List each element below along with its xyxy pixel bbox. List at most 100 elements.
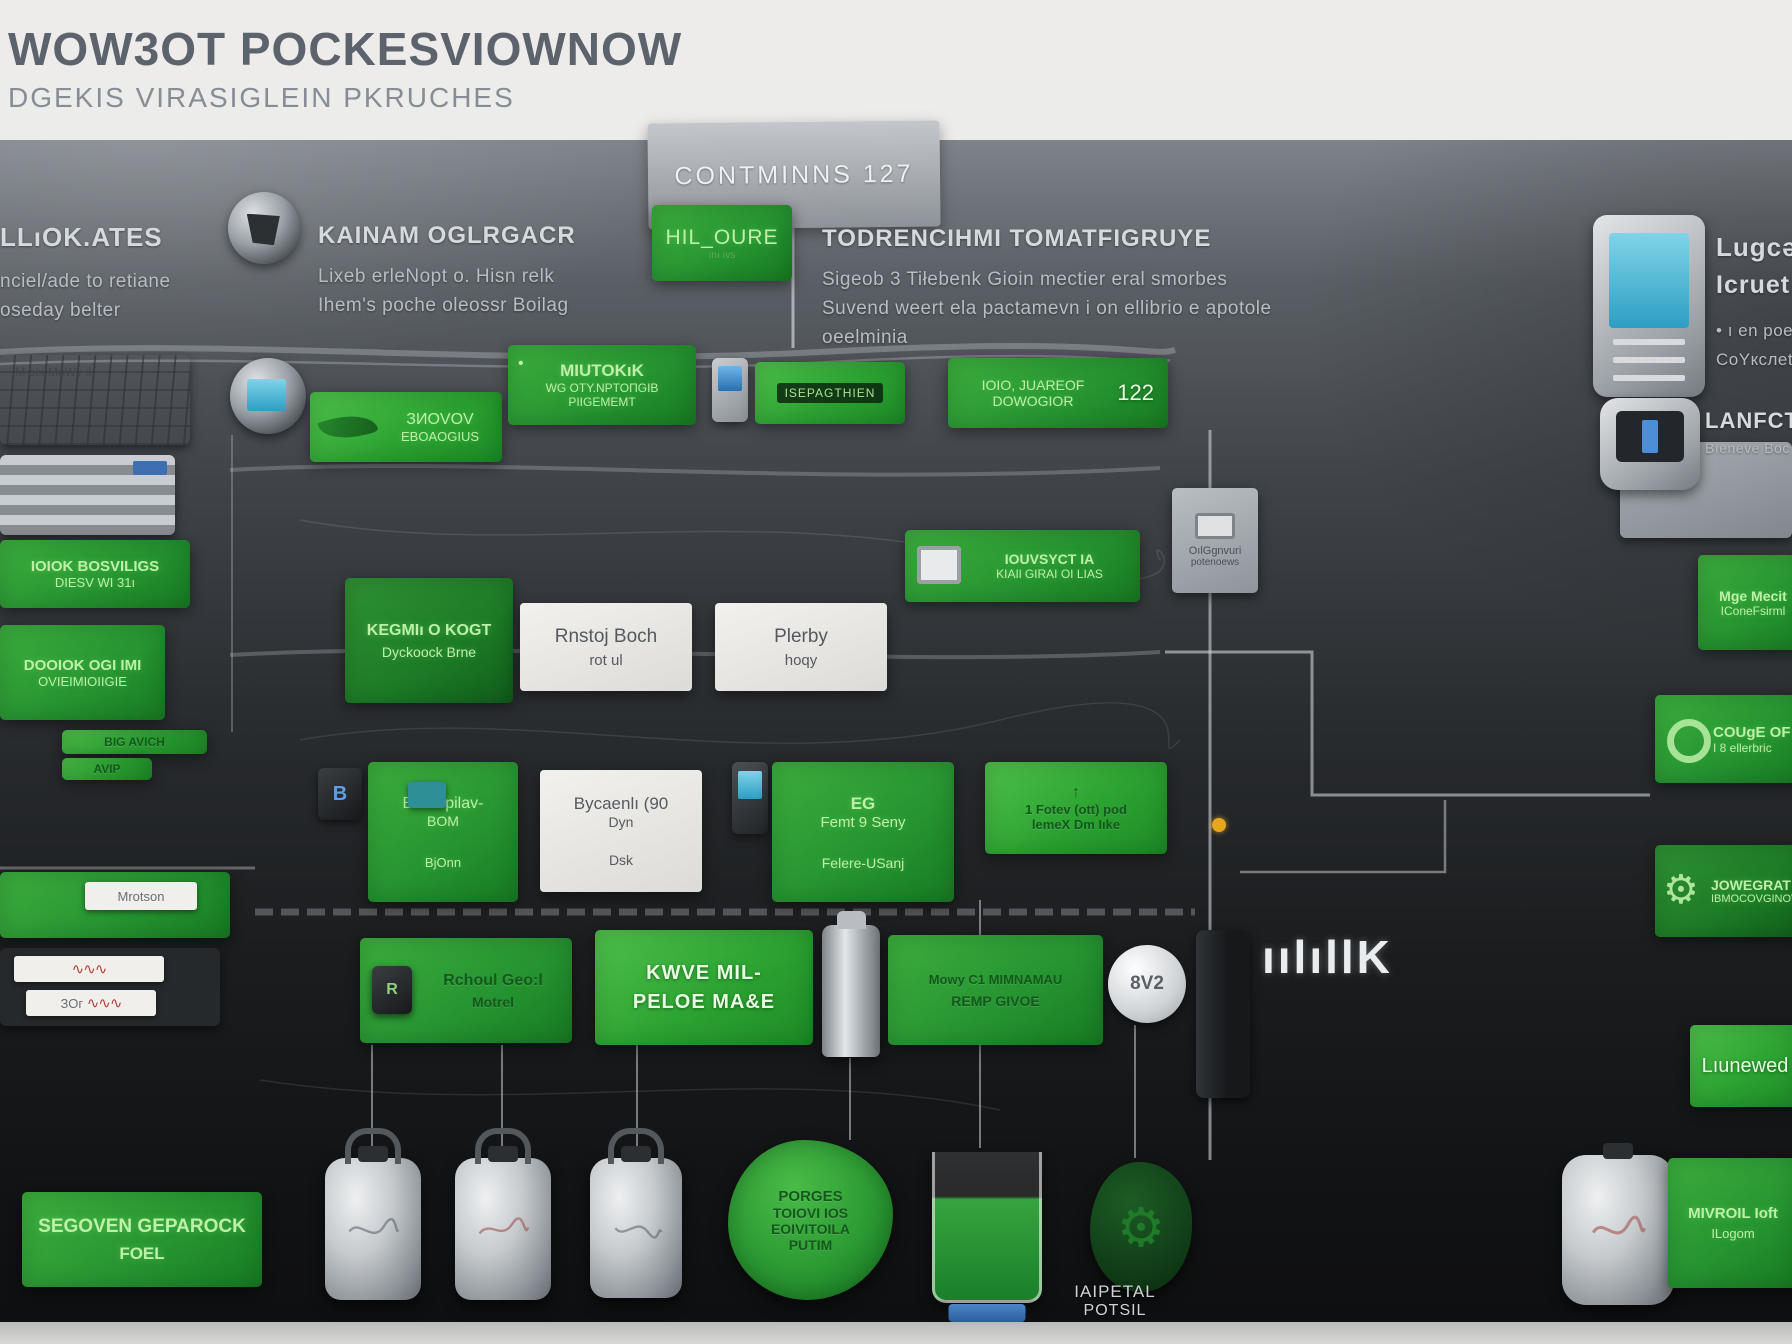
table-edge — [0, 1322, 1792, 1344]
orange-dot-icon — [1212, 818, 1226, 832]
r-chip-icon: R — [372, 966, 412, 1014]
hil-oure-box: HIL_OURE ını ıvs — [652, 205, 792, 281]
section-todren: TODRENCIHMI TOMATFIGRUYE Sigeob 3 Tiłebe… — [822, 225, 1282, 352]
porges-blob: PORGES TOIOVI IOS EOIVITOILA PUTIM — [728, 1140, 893, 1300]
row4-box1-line1: Rchoul Geo:l — [443, 971, 543, 989]
section-kainam-desc2: Ihem's poche oleossr Boilag — [318, 295, 569, 316]
left-green1-line1: IOIOK BOSVILIGS — [30, 558, 160, 575]
row4-box-rchoul: R Rchoul Geo:l Motrel — [360, 938, 572, 1043]
row2-box3-line2: hoqy — [784, 651, 818, 669]
left-bottom-green-box: SEGOVEN GEPAROCK FOEL — [22, 1192, 262, 1287]
row1-box-dowogior: IOIO, JUAREOF DOWOGIOR 122 — [948, 358, 1168, 428]
row4-box1-line2: Motrel — [472, 993, 514, 1010]
row4-box-mowy: Mowy C1 MIMNAMAU REMP GIVOE — [888, 935, 1103, 1045]
left-green-box-1: IOIOK BOSVILIGS DIESV WI 31ı — [0, 540, 190, 608]
hil-oure-sub: ını ıvs — [708, 249, 736, 261]
right-box-jowegrat: ⚙ JOWEGRAT IBMOCOVGINOVI — [1655, 845, 1792, 937]
right-mas-line2: IConeFsirml — [1720, 603, 1786, 618]
phone-line3 — [1613, 375, 1685, 382]
section-allocates: LLıOK.ATES nciel/ade to retiane oseday b… — [0, 222, 220, 325]
section-luscac-line2: Icruet Soc — [1716, 271, 1792, 299]
white-tab-2-label: ЗОг — [60, 995, 84, 1011]
row2-box5-line1: OılGgnvuri — [1188, 545, 1242, 557]
right-box-mivroil: MIVROIL Ioft ILogom — [1668, 1158, 1792, 1288]
blue-chip-icon — [133, 461, 167, 475]
mini-tab1-label: BIG AVICH — [104, 735, 165, 749]
row3-note-line2: lemeX Dm Iıke — [1031, 817, 1121, 832]
gear-blob-glyph: ⚙ — [1116, 1197, 1166, 1258]
left-notes-panel: ıM bIx MoWy ıl — [0, 355, 190, 445]
luscac-bullet-icon: • — [1716, 321, 1723, 340]
right-jowegrat-line2: IBMOCOVGINOVI — [1711, 893, 1792, 905]
row3-box3-line1: EG — [850, 793, 876, 813]
phone-screen — [1608, 233, 1690, 328]
row2-box5-line2: potenoews — [1190, 557, 1240, 568]
left-bottom-line1: SEGOVEN GEPAROCK — [38, 1215, 246, 1237]
lanfctitur-title: LANFCTITUR — [1705, 408, 1792, 433]
section-kainam-title: KAINAM OGLRGACR — [318, 222, 576, 249]
right-linewed-label: Lıunewed — [1701, 1054, 1789, 1077]
globe-screen — [246, 379, 287, 412]
right-couge-line2: I 8 ellerbric — [1713, 740, 1772, 755]
monitor-glyph — [1641, 420, 1659, 454]
bottom-caption-line1: IAIPETAL — [1074, 1282, 1156, 1301]
leaf-icon — [317, 405, 379, 449]
page-subtitle: DGEKIS VIRASIGLEIN PKRUCHES — [8, 82, 515, 113]
right-box-linewed: Lıunewed — [1690, 1025, 1792, 1107]
row3-note-line1: 1 Fotev (ott) pod — [1025, 802, 1127, 817]
hil-oure-label: HIL_OURE — [665, 225, 779, 249]
canister-icon-right — [1562, 1143, 1674, 1305]
row2-box3-line1: Plerby — [774, 625, 828, 647]
row1-box2-line3: PIIGEMEMT — [568, 395, 636, 409]
left-green2-line2: OVIEIMIOIIGIE — [38, 673, 127, 689]
page-title: WOW3OT POCKESVIOWNOW — [8, 23, 683, 75]
row4-box2-line1: KWVE MIL- — [646, 961, 762, 984]
dark-device-screen — [738, 770, 762, 800]
right-box-mas: Mge Mecit IConeFsirml — [1698, 555, 1792, 650]
bottom-caption-line2: POTSIL — [1083, 1302, 1147, 1319]
porges-line3: EOIVITOILA — [770, 1220, 851, 1237]
right-mas-line1: Mge Mecit — [1719, 587, 1787, 604]
ring-icon — [1667, 719, 1711, 763]
row3-box2-line3: Dsk — [608, 852, 634, 868]
pump-icon — [822, 911, 880, 1057]
up-arrow-icon: ↑ — [1072, 784, 1080, 801]
r-chip-glyph: R — [386, 981, 398, 998]
row1-box4-line2: DOWOGIOR — [992, 393, 1074, 409]
row2-whitebox-2: Plerby hoqy — [715, 603, 887, 691]
teal-connector-icon — [408, 782, 446, 808]
row3-box1-line2: BOM — [427, 812, 459, 829]
bullet-dot-icon: • — [518, 355, 524, 372]
isepagthien-badge: ISEPAGTHIEN — [776, 383, 884, 403]
lanfctitur-sub: Bıeneve Boc — [1705, 440, 1790, 456]
right-mivroil-line2: ILogom — [1711, 1226, 1755, 1241]
row3-whitebox: Bycaenlı (90 Dyn Dsk — [540, 770, 702, 892]
row2-box-keomil: KEGMIı O KOGT Dyckoock Brne — [345, 578, 513, 703]
bottom-caption: IAIPETAL POTSIL — [1040, 1282, 1190, 1320]
plug-screen — [718, 365, 742, 392]
row2-box-camera: OılGgnvuri potenoews — [1172, 488, 1258, 593]
section-todren-desc1: Sigeob 3 Tiłebenk Gioin mectier eral smo… — [822, 269, 1228, 290]
section-luscac-bullet2: CoYкcлetiscw — [1716, 350, 1792, 369]
row2-box-iouvsyct: IOUVSYCT IA KIAIl GIRAI OI LIAS — [905, 530, 1140, 602]
equalizer-bars-label: ıılıllK — [1262, 931, 1393, 983]
row1-box1-line1: ЗИOVOV — [406, 410, 474, 428]
section-luscac-bullet1: ı en poel oc e — [1727, 321, 1792, 340]
circle-badge-label: 8V2 — [1130, 973, 1164, 994]
row2-box1-line2: Dyckoock Brne — [381, 643, 477, 660]
row2-box2-line2: rot ul — [589, 651, 623, 669]
row1-box1-line2: EBOAOGIUS — [400, 428, 480, 444]
gear-icon: ⚙ — [1663, 868, 1699, 912]
section-allocates-desc2: oseday belter — [0, 300, 121, 321]
row2-box4-line1: IOUVSYCT IA — [1004, 551, 1095, 567]
section-kainam: KAINAM OGLRGACR Lixeb erleNopt o. Hisn r… — [318, 222, 678, 320]
porges-line1: PORGES — [778, 1187, 843, 1205]
scribble-mark-2: ∿∿∿ — [86, 995, 123, 1012]
chip-icon: B — [318, 768, 362, 820]
dark-device-icon — [732, 762, 768, 834]
row1-box2-line2: WG OTY.NPTOПGIB — [545, 381, 659, 395]
porges-line2: TOIOVI IOS — [772, 1204, 849, 1221]
globe-monitor-icon — [230, 358, 306, 434]
chip-glyph: B — [332, 782, 348, 805]
mini-tab2-label: AVIP — [93, 762, 121, 776]
